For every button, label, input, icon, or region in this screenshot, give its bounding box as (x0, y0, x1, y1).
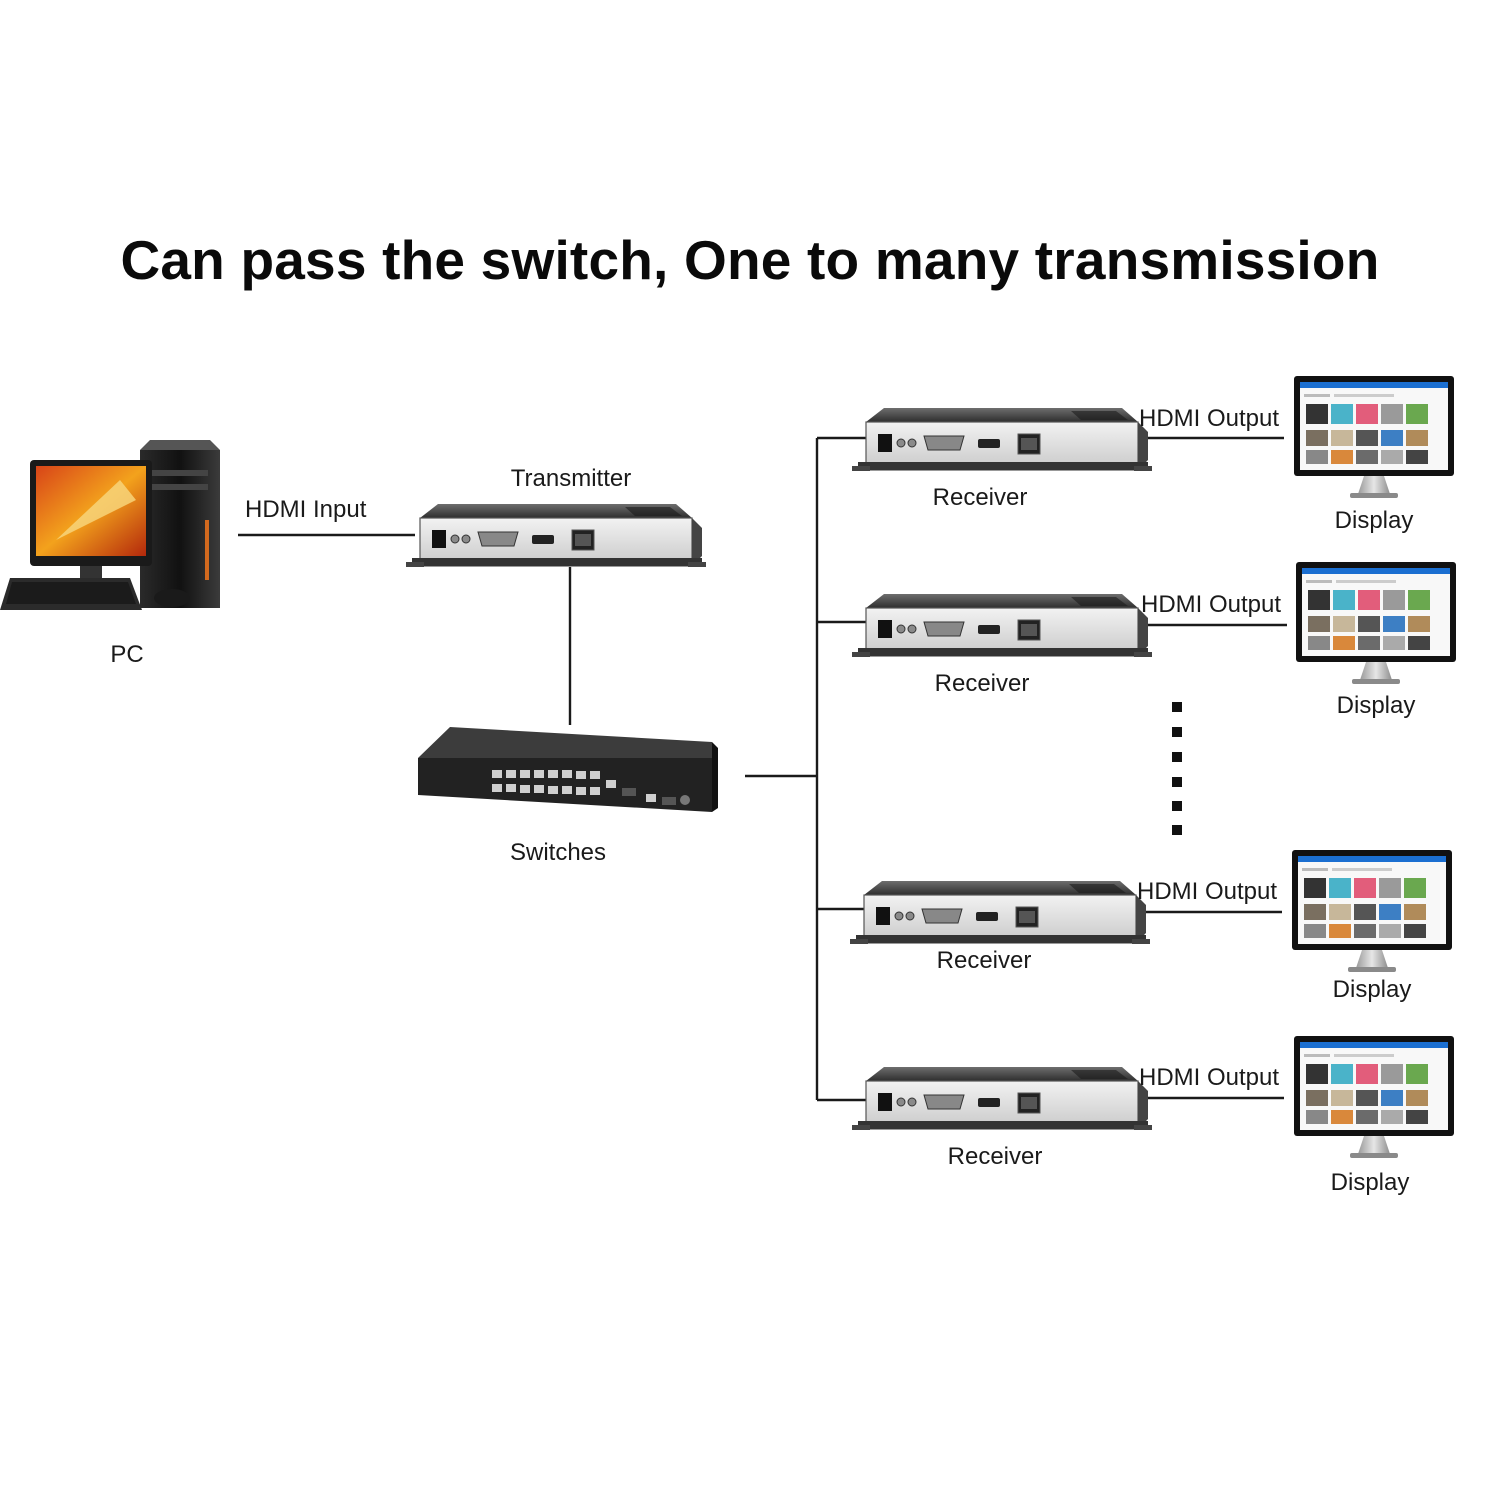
hdmi-output-label: HDMI Output (1137, 878, 1278, 905)
receiver-label: Receiver (936, 947, 1032, 974)
display-label: Display (1336, 692, 1416, 719)
transmitter-label: Transmitter (510, 465, 632, 492)
display-monitor-icon (1292, 850, 1452, 972)
pc-label: PC (110, 641, 144, 668)
switch-label: Switches (509, 839, 607, 866)
diagram-title: Can pass the switch, One to many transmi… (120, 229, 1380, 291)
display-label: Display (1332, 976, 1412, 1003)
receiver-icon (851, 407, 1153, 472)
receiver-label: Receiver (934, 670, 1030, 697)
display-label: Display (1334, 507, 1414, 534)
receiver-icon (851, 1066, 1153, 1131)
display-monitor-icon (1296, 562, 1456, 684)
network-switch-icon (418, 727, 718, 812)
display-label: Display (1330, 1169, 1410, 1196)
hdmi-output-label: HDMI Output (1139, 405, 1280, 432)
hdmi-output-label: HDMI Output (1139, 1064, 1280, 1091)
receiver-label: Receiver (947, 1143, 1043, 1170)
receiver-label: Receiver (932, 484, 1028, 511)
transmitter-icon (405, 503, 707, 568)
hdmi-output-label: HDMI Output (1141, 591, 1282, 618)
continuation-dots (1172, 702, 1182, 835)
receiver-icon (851, 593, 1153, 658)
hdmi-input-label: HDMI Input (245, 496, 367, 523)
display-monitor-icon (1294, 376, 1454, 498)
pc-icon (0, 440, 220, 610)
display-monitor-icon (1294, 1036, 1454, 1158)
receiver-icon (849, 880, 1151, 945)
